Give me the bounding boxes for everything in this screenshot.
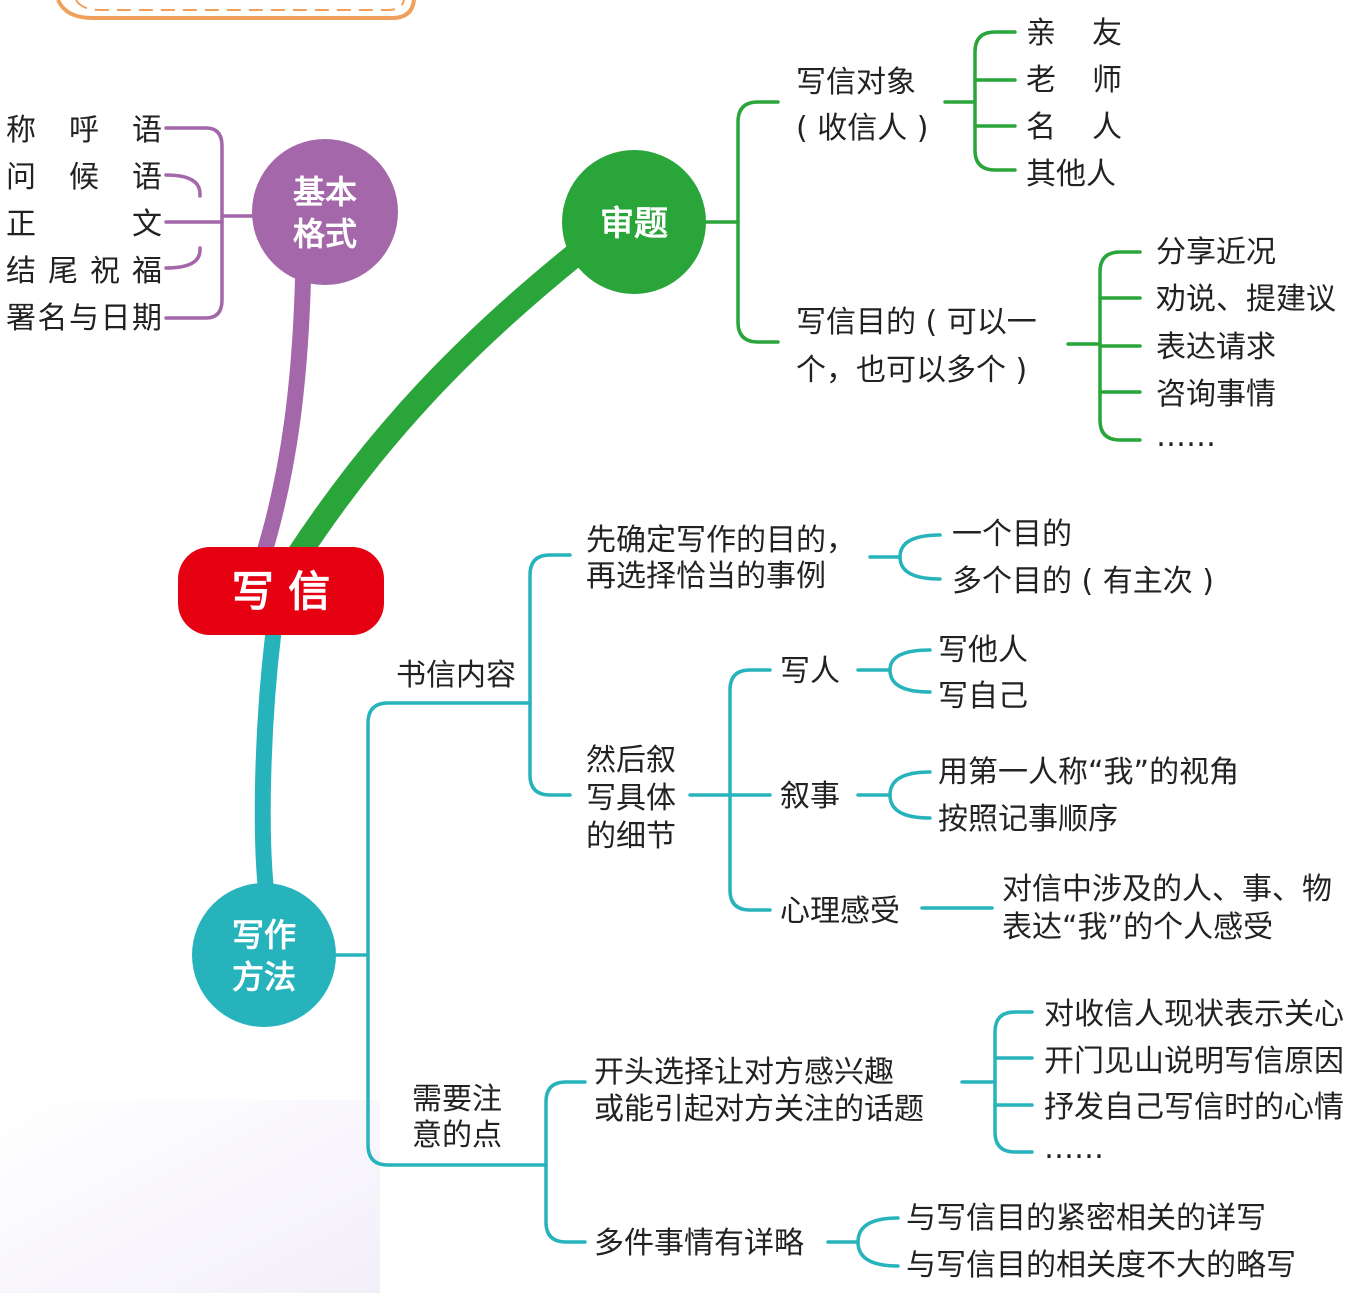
format-item-salutation: 问 候 语	[6, 160, 162, 195]
method-label-1: 写作	[232, 916, 296, 954]
background-fade	[0, 1100, 380, 1293]
attention-label-2: 意的点	[412, 1118, 502, 1153]
recipient-label-1: 写信对象	[796, 65, 916, 100]
branch-format	[262, 280, 303, 560]
purpose-item-ellipsis: ……	[1156, 419, 1216, 454]
detail-label: 多件事情有详略	[594, 1226, 804, 1261]
purpose-item-consult: 咨询事情	[1156, 377, 1276, 412]
recipient-label-2: ( 收信人 )	[796, 111, 928, 146]
branch-review	[295, 255, 575, 560]
format-label-1: 基本	[293, 173, 357, 211]
detail-item-brief: 与写信目的相关度不大的略写	[906, 1248, 1296, 1283]
format-item-greeting-term: 称 呼 语	[6, 113, 162, 148]
header-decoration	[58, 0, 414, 18]
method-label-2: 方法	[232, 958, 296, 996]
format-node[interactable]	[252, 139, 398, 285]
format-item-closing: 结尾祝福	[6, 254, 162, 289]
person-label: 写人	[780, 654, 840, 689]
method-connectors	[336, 535, 1032, 1266]
then-label-1: 然后叙	[586, 743, 676, 778]
attention-label-1: 需要注	[412, 1082, 502, 1117]
opening-item-ellipsis: ……	[1044, 1131, 1104, 1166]
first-purpose-label-1: 先确定写作的目的，	[586, 523, 856, 558]
format-item-signature: 署名与日期	[6, 301, 162, 336]
person-item-self: 写自己	[938, 679, 1028, 714]
review-label: 审题	[600, 204, 668, 244]
detail-item-detailed: 与写信目的紧密相关的详写	[906, 1201, 1266, 1236]
format-label-2: 格式	[293, 215, 357, 253]
content-label: 书信内容	[396, 658, 516, 693]
root-label: 写 信	[232, 567, 331, 616]
narrate-item-first-person: 用第一人称“我”的视角	[938, 755, 1239, 790]
purpose-item-advise: 劝说、提建议	[1156, 282, 1336, 317]
first-purpose-label-2: 再选择恰当的事例	[586, 559, 826, 594]
purpose-label-2: 个，也可以多个 )	[796, 353, 1027, 388]
recipient-item-family: 亲 友	[1026, 16, 1122, 51]
recipient-item-teacher: 老 师	[1026, 63, 1122, 98]
person-item-others: 写他人	[938, 633, 1028, 668]
recipient-item-celebrity: 名 人	[1026, 110, 1122, 145]
opening-item-care: 对收信人现状表示关心	[1044, 997, 1344, 1032]
format-item-body: 正 文	[6, 207, 162, 242]
opening-item-feelings: 抒发自己写信时的心情	[1044, 1090, 1344, 1125]
format-group	[166, 128, 254, 318]
purpose-item-share: 分享近况	[1156, 235, 1276, 270]
branch-method	[263, 620, 275, 890]
recipient-item-others: 其他人	[1026, 157, 1116, 192]
opening-item-direct: 开门见山说明写信原因	[1044, 1044, 1344, 1079]
narrate-item-order: 按照记事顺序	[938, 802, 1118, 837]
then-label-2: 写具体	[586, 781, 676, 816]
method-node[interactable]	[192, 883, 336, 1027]
first-item-one-purpose: 一个目的	[952, 517, 1072, 552]
narrate-label: 叙事	[780, 779, 840, 814]
feeling-text-2: 表达“我”的个人感受	[1002, 910, 1273, 945]
then-label-3: 的细节	[586, 819, 676, 854]
feeling-text-1: 对信中涉及的人、事、物	[1002, 872, 1332, 907]
purpose-item-request: 表达请求	[1156, 330, 1276, 365]
purpose-label-1: 写信目的 ( 可以一	[796, 305, 1037, 340]
first-item-multi-purpose: 多个目的 ( 有主次 )	[952, 564, 1214, 599]
feeling-label: 心理感受	[780, 894, 900, 929]
opening-label-2: 或能引起对方关注的话题	[594, 1092, 924, 1127]
opening-label-1: 开头选择让对方感兴趣	[594, 1055, 894, 1090]
